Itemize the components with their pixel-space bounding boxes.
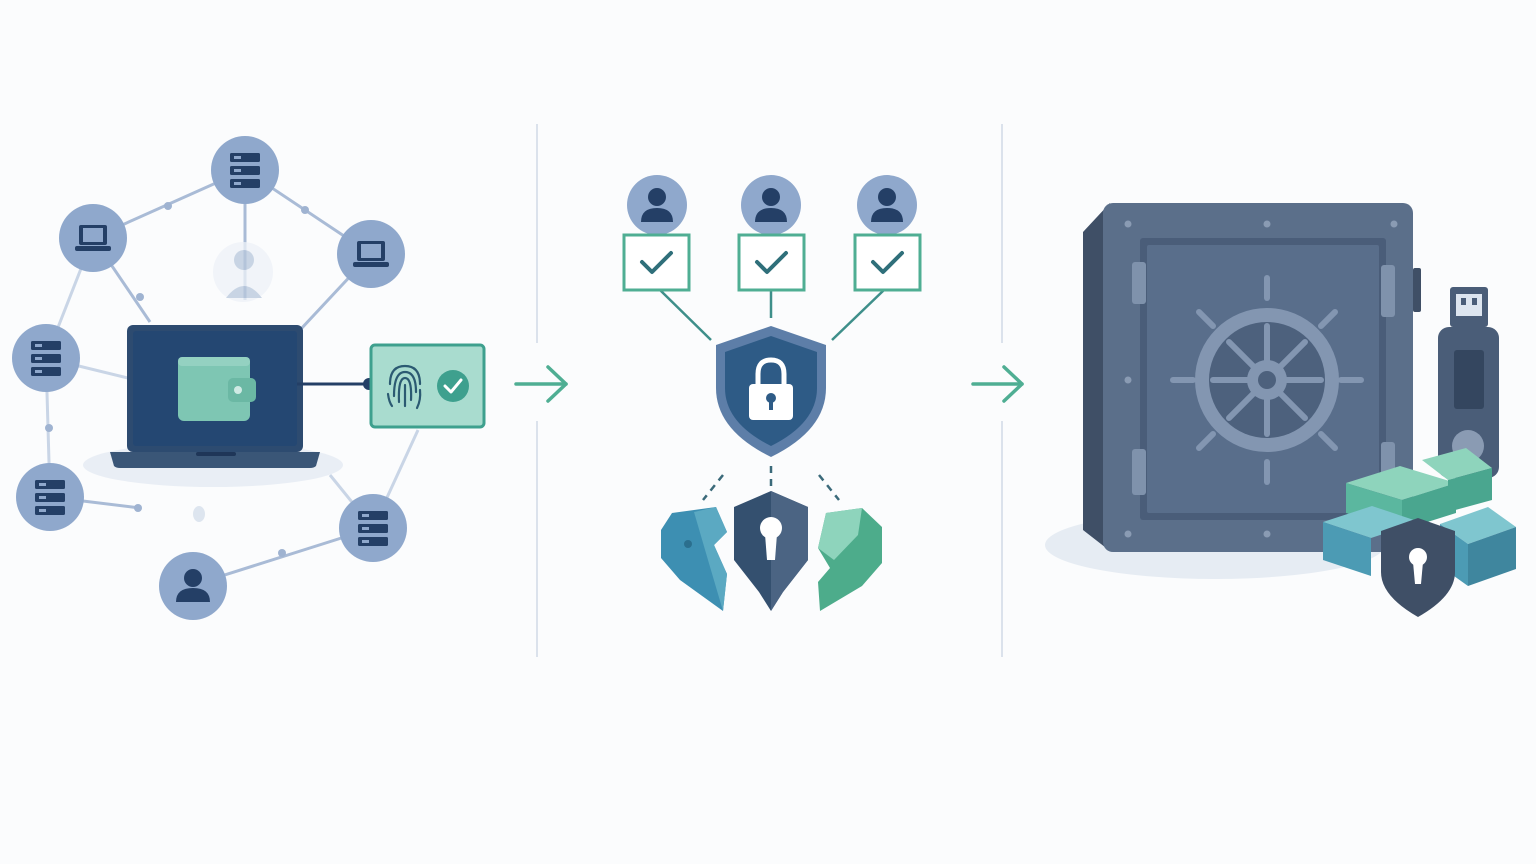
key-shard-center — [734, 491, 808, 611]
user-icon — [176, 569, 210, 602]
laptop-icon — [353, 241, 389, 267]
wallet-icon — [178, 357, 256, 421]
checkbox-icon — [853, 233, 922, 292]
center-user-icon — [213, 242, 273, 302]
shield-keyhole-icon — [1381, 518, 1455, 617]
user-icon — [871, 188, 903, 222]
usb-drive-icon — [1438, 287, 1499, 478]
laptop-wallet — [83, 325, 343, 487]
checkbox-icon — [737, 233, 806, 292]
network-link-dots — [45, 202, 309, 557]
split-lines — [702, 466, 840, 501]
safe-icon — [1083, 203, 1421, 552]
node-server-top — [211, 136, 279, 204]
fingerprint-icon — [386, 364, 422, 410]
safe-dial-icon — [1170, 275, 1364, 485]
user-icon — [755, 188, 787, 222]
panel-network — [12, 136, 486, 620]
arrow-right-icon — [971, 365, 1024, 403]
check-circle-icon — [437, 370, 469, 402]
approver-1 — [622, 175, 691, 292]
node-user-bottom — [159, 552, 227, 620]
panel-cold-storage — [1045, 203, 1516, 617]
node-server-bottom-right — [339, 494, 407, 562]
server-icon — [35, 480, 65, 515]
key-shard-right — [818, 508, 882, 611]
approver-2 — [737, 175, 806, 292]
checkbox-icon — [622, 233, 691, 292]
node-server-bottom-left — [16, 463, 84, 531]
auth-card — [369, 343, 486, 429]
node-laptop-right — [337, 220, 405, 288]
node-server-left — [12, 324, 80, 392]
laptop-icon — [75, 225, 111, 251]
user-icon — [641, 188, 673, 222]
server-icon — [358, 511, 388, 546]
approval-lines — [659, 289, 885, 341]
node-laptop-left — [59, 204, 127, 272]
panel-multisig — [622, 175, 922, 611]
server-icon — [230, 153, 260, 188]
key-shard-left — [661, 507, 727, 611]
server-icon — [31, 341, 61, 376]
shield-lock-icon — [716, 326, 826, 457]
approver-3 — [853, 175, 922, 292]
arrow-right-icon — [514, 365, 568, 403]
